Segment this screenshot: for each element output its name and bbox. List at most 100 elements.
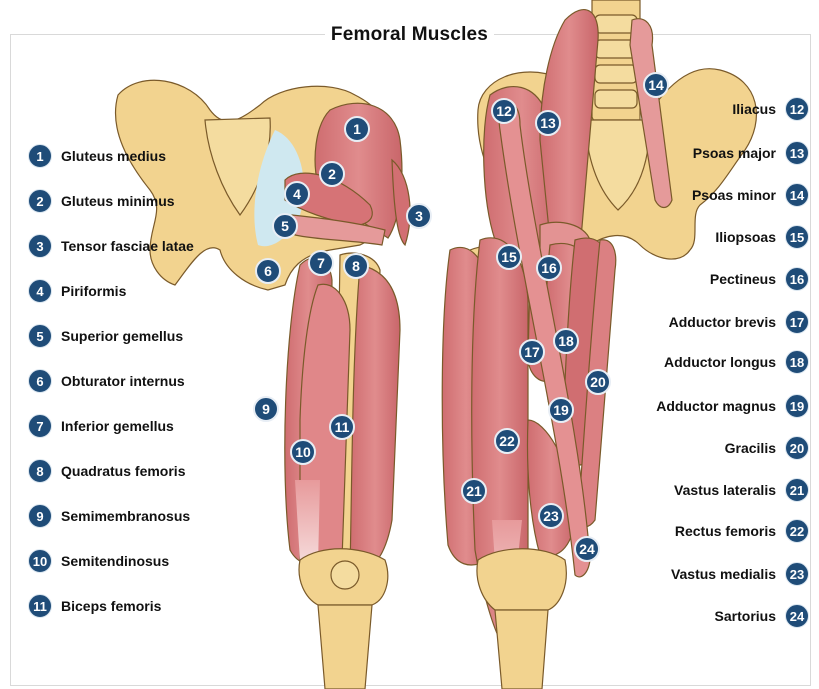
legend-item-tensor-fasciae-latae: 3 Tensor fasciae latae [28, 233, 194, 259]
legend-badge: 16 [785, 267, 809, 291]
marker-17: 17 [519, 339, 545, 365]
legend-badge: 15 [785, 225, 809, 249]
biceps-femoris-shape [350, 265, 400, 572]
marker-2: 2 [319, 161, 345, 187]
legend-badge: 13 [785, 141, 809, 165]
marker-19: 19 [548, 397, 574, 423]
marker-5: 5 [272, 213, 298, 239]
legend-item-gracilis: Gracilis 20 [725, 435, 809, 461]
legend-label: Iliopsoas [715, 229, 776, 245]
legend-item-psoas-minor: Psoas minor 14 [692, 182, 809, 208]
marker-7: 7 [308, 250, 334, 276]
legend-badge: 1 [28, 144, 52, 168]
legend-item-obturator-internus: 6 Obturator internus [28, 368, 185, 394]
legend-label: Adductor longus [664, 354, 776, 370]
legend-label: Gracilis [725, 440, 776, 456]
legend-badge: 14 [785, 183, 809, 207]
legend-label: Psoas major [693, 145, 776, 161]
legend-badge: 2 [28, 189, 52, 213]
legend-label: Iliacus [732, 101, 776, 117]
legend-badge: 23 [785, 562, 809, 586]
legend-label: Semimembranosus [61, 508, 190, 524]
legend-item-iliacus: Iliacus 12 [732, 96, 809, 122]
right-tibia [495, 610, 548, 689]
legend-item-rectus-femoris: Rectus femoris 22 [675, 518, 809, 544]
legend-badge: 19 [785, 394, 809, 418]
legend-label: Quadratus femoris [61, 463, 185, 479]
legend-badge: 3 [28, 234, 52, 258]
legend-badge: 6 [28, 369, 52, 393]
legend-item-gluteus-minimus: 2 Gluteus minimus [28, 188, 175, 214]
legend-item-pectineus: Pectineus16 [710, 266, 809, 292]
legend-label: Adductor brevis [669, 314, 776, 330]
legend-item-vastus-lateralis: Vastus lateralis 21 [674, 477, 809, 503]
marker-4: 4 [284, 181, 310, 207]
legend-item-gluteus-medius: 1 Gluteus medius [28, 143, 166, 169]
legend-badge: 5 [28, 324, 52, 348]
legend-label: Gluteus minimus [61, 193, 175, 209]
legend-label: Rectus femoris [675, 523, 776, 539]
figure-title: Femoral Muscles [0, 24, 819, 46]
marker-12: 12 [491, 98, 517, 124]
marker-24: 24 [574, 536, 600, 562]
legend-label: Obturator internus [61, 373, 185, 389]
marker-15: 15 [496, 244, 522, 270]
marker-18: 18 [553, 328, 579, 354]
legend-badge: 20 [785, 436, 809, 460]
legend-label: Semitendinosus [61, 553, 169, 569]
legend-item-semimembranosus: 9 Semimembranosus [28, 503, 190, 529]
legend-item-adductor-brevis: Adductor brevis 17 [669, 309, 809, 335]
legend-label: Gluteus medius [61, 148, 166, 164]
legend-badge: 7 [28, 414, 52, 438]
legend-item-sartorius: Sartorius 24 [715, 603, 809, 629]
legend-badge: 21 [785, 478, 809, 502]
legend-badge: 12 [785, 97, 809, 121]
legend-item-inferior-gemellus: 7 Inferior gemellus [28, 413, 174, 439]
marker-21: 21 [461, 478, 487, 504]
legend-badge: 17 [785, 310, 809, 334]
legend-item-iliopsoas: Iliopsoas 15 [715, 224, 809, 250]
marker-23: 23 [538, 503, 564, 529]
marker-8: 8 [343, 253, 369, 279]
legend-label: Vastus medialis [671, 566, 776, 582]
legend-label: Vastus lateralis [674, 482, 776, 498]
legend-item-semitendinosus: 10 Semitendinosus [28, 548, 169, 574]
legend-badge: 9 [28, 504, 52, 528]
marker-10: 10 [290, 439, 316, 465]
marker-13: 13 [535, 110, 561, 136]
legend-label: Tensor fasciae latae [61, 238, 194, 254]
marker-14: 14 [643, 72, 669, 98]
legend-item-psoas-major: Psoas major 13 [693, 140, 809, 166]
legend-badge: 10 [28, 549, 52, 573]
legend-badge: 24 [785, 604, 809, 628]
legend-badge: 4 [28, 279, 52, 303]
legend-badge: 8 [28, 459, 52, 483]
legend-item-vastus-medialis: Vastus medialis 23 [671, 561, 809, 587]
marker-1: 1 [344, 116, 370, 142]
left-tibia [318, 605, 372, 689]
legend-label: Psoas minor [692, 187, 776, 203]
marker-16: 16 [536, 255, 562, 281]
marker-6: 6 [255, 258, 281, 284]
right-knee [477, 549, 566, 610]
marker-11: 11 [329, 414, 355, 440]
legend-item-superior-gemellus: 5 Superior gemellus [28, 323, 183, 349]
marker-20: 20 [585, 369, 611, 395]
left-patella [331, 561, 359, 589]
legend-label: Sartorius [715, 608, 776, 624]
legend-label: Biceps femoris [61, 598, 161, 614]
tfl-shape [392, 160, 410, 245]
legend-label: Inferior gemellus [61, 418, 174, 434]
legend-label: Adductor magnus [656, 398, 776, 414]
legend-badge: 22 [785, 519, 809, 543]
marker-22: 22 [494, 428, 520, 454]
legend-item-adductor-magnus: Adductor magnus 19 [656, 393, 809, 419]
marker-9: 9 [253, 396, 279, 422]
marker-3: 3 [406, 203, 432, 229]
legend-label: Superior gemellus [61, 328, 183, 344]
legend-item-piriformis: 4 Piriformis [28, 278, 126, 304]
legend-label: Piriformis [61, 283, 126, 299]
legend-item-quadratus-femoris: 8 Quadratus femoris [28, 458, 185, 484]
